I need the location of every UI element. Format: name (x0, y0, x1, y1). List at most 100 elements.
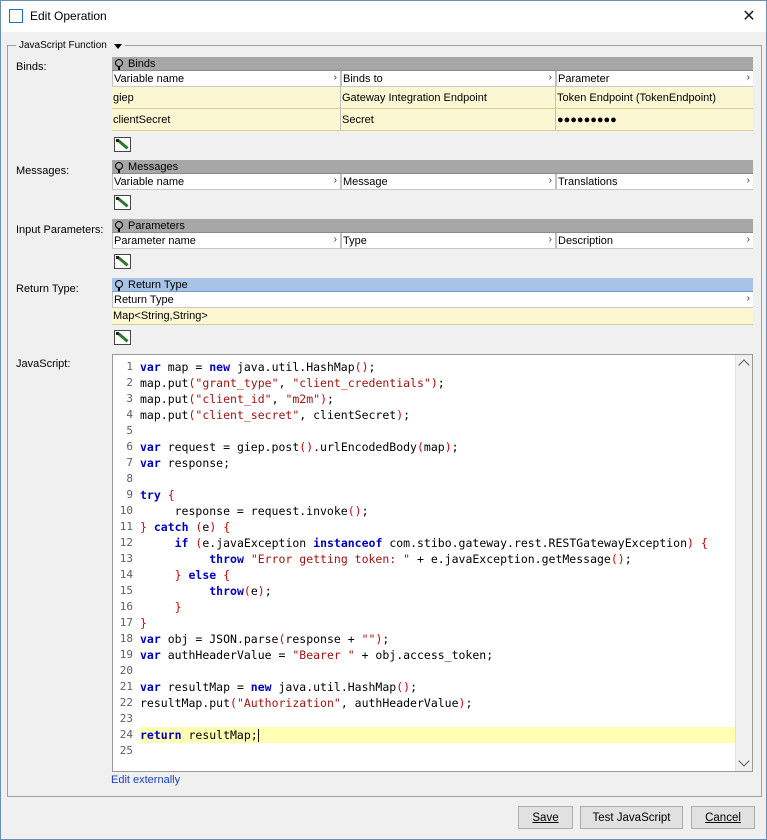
table-cell[interactable]: ●●●●●●●●● (557, 113, 617, 126)
code-line: if (e.javaException instanceof com.stibo… (174, 536, 708, 550)
code-line: var authHeaderValue = "Bearer " + obj.ac… (140, 648, 494, 662)
save-button[interactable]: Save (518, 806, 573, 829)
table-cell[interactable]: giep (112, 87, 341, 108)
line-number: 14 (119, 568, 133, 581)
messages-table-title: Messages (112, 160, 753, 174)
binds-table: Binds Variable name› Binds to› Parameter… (112, 57, 753, 131)
code-line: map.put("grant_type", "client_credential… (140, 376, 445, 390)
line-number: 19 (119, 648, 133, 661)
cancel-button-label: Cancel (705, 811, 741, 824)
vertical-scrollbar[interactable] (735, 355, 752, 771)
chevron-right-icon: › (548, 175, 552, 186)
close-button[interactable]: ✕ (734, 2, 764, 30)
line-number: 3 (126, 392, 133, 405)
line-number: 17 (119, 616, 133, 629)
save-button-label: Save (532, 811, 559, 824)
code-line (140, 743, 736, 759)
line-number: 4 (126, 408, 133, 421)
code-line: var resultMap = new java.util.HashMap(); (140, 680, 417, 694)
chevron-right-icon: › (333, 175, 337, 186)
line-number: 21 (119, 680, 133, 693)
pin-icon[interactable] (114, 58, 124, 70)
code-line (140, 711, 736, 727)
column-header-message[interactable]: Message› (341, 174, 556, 189)
chevron-right-icon: › (746, 72, 750, 83)
line-number: 25 (119, 744, 133, 757)
chevron-right-icon: › (746, 234, 750, 245)
input-parameters-label: Input Parameters: (16, 224, 104, 236)
code-area[interactable]: var map = new java.util.HashMap(); map.p… (140, 359, 736, 759)
table-cell[interactable]: clientSecret (112, 109, 341, 130)
test-javascript-button[interactable]: Test JavaScript (580, 806, 683, 829)
pin-icon[interactable] (114, 279, 124, 291)
column-header-binds-to[interactable]: Binds to› (341, 71, 556, 86)
chevron-right-icon: › (333, 234, 337, 245)
text-cursor (257, 729, 259, 742)
return-type-edit-button[interactable] (114, 330, 131, 345)
cancel-button[interactable]: Cancel (691, 806, 755, 829)
binds-edit-button[interactable] (114, 137, 131, 152)
window-title: Edit Operation (30, 9, 107, 23)
return-type-table: Return Type Return Type› Map<String,Stri… (112, 278, 753, 325)
group-legend-label: JavaScript Function (19, 40, 107, 51)
code-line (140, 471, 736, 487)
line-number: 8 (126, 472, 133, 485)
line-number: 23 (119, 712, 133, 725)
line-number: 6 (126, 440, 133, 453)
table-cell[interactable]: Map<String,String> (113, 310, 208, 322)
column-header-return-type[interactable]: Return Type› (112, 292, 753, 307)
column-header-parameter-name[interactable]: Parameter name› (112, 233, 341, 248)
line-number: 10 (119, 504, 133, 517)
pin-icon[interactable] (114, 161, 124, 173)
code-line: throw "Error getting token: " + e.javaEx… (209, 552, 632, 566)
chevron-right-icon: › (333, 72, 337, 83)
scroll-up-icon[interactable] (738, 359, 750, 371)
line-number: 18 (119, 632, 133, 645)
table-cell[interactable]: Gateway Integration Endpoint (341, 87, 556, 108)
title-bar: Edit Operation ✕ (1, 1, 766, 32)
chevron-right-icon: › (548, 234, 552, 245)
messages-edit-button[interactable] (114, 195, 131, 210)
test-javascript-button-label: Test JavaScript (592, 811, 671, 824)
pin-icon[interactable] (114, 220, 124, 232)
return-type-label: Return Type: (16, 283, 79, 295)
line-number: 7 (126, 456, 133, 469)
chevron-right-icon: › (746, 293, 750, 304)
code-line: map.put("client_id", "m2m"); (140, 392, 334, 406)
binds-table-header: Variable name› Binds to› Parameter› (112, 71, 753, 87)
binds-table-title: Binds (112, 57, 753, 71)
parameters-edit-button[interactable] (114, 254, 131, 269)
table-row[interactable]: clientSecret Secret ●●●●●●●●● (112, 109, 753, 131)
edit-externally-link[interactable]: Edit externally (111, 774, 181, 786)
code-line: response = request.invoke(); (140, 504, 369, 518)
column-header-translations[interactable]: Translations› (556, 174, 753, 189)
table-cell[interactable]: Token Endpoint (TokenEndpoint) (557, 91, 716, 104)
table-cell[interactable]: Secret (341, 109, 556, 130)
table-row[interactable]: giep Gateway Integration Endpoint Token … (112, 87, 753, 109)
line-number: 22 (119, 696, 133, 709)
javascript-label: JavaScript: (16, 358, 71, 370)
line-number: 20 (119, 664, 133, 677)
code-line: var request = giep.post().urlEncodedBody… (140, 440, 459, 454)
column-header-variable-name[interactable]: Variable name› (112, 71, 341, 86)
column-header-parameter[interactable]: Parameter› (556, 71, 753, 86)
code-line: try { (140, 488, 175, 502)
close-icon: ✕ (742, 8, 756, 25)
messages-table: Messages Variable name› Message› Transla… (112, 160, 753, 190)
table-row[interactable]: Map<String,String> (112, 308, 753, 325)
code-line: var map = new java.util.HashMap(); (140, 360, 376, 374)
messages-table-header: Variable name› Message› Translations› (112, 174, 753, 190)
column-header-type[interactable]: Type› (341, 233, 556, 248)
messages-label: Messages: (16, 165, 70, 177)
javascript-function-group: JavaScript Function (7, 40, 762, 797)
return-type-table-header: Return Type› (112, 292, 753, 308)
code-line: } (174, 600, 182, 614)
group-legend[interactable]: JavaScript Function (16, 40, 125, 51)
code-line-current: return resultMap; (140, 727, 736, 743)
code-line: resultMap.put("Authorization", authHeade… (140, 696, 473, 710)
column-header-description[interactable]: Description› (556, 233, 753, 248)
scroll-down-icon[interactable] (738, 755, 750, 767)
column-header-variable-name[interactable]: Variable name› (112, 174, 341, 189)
